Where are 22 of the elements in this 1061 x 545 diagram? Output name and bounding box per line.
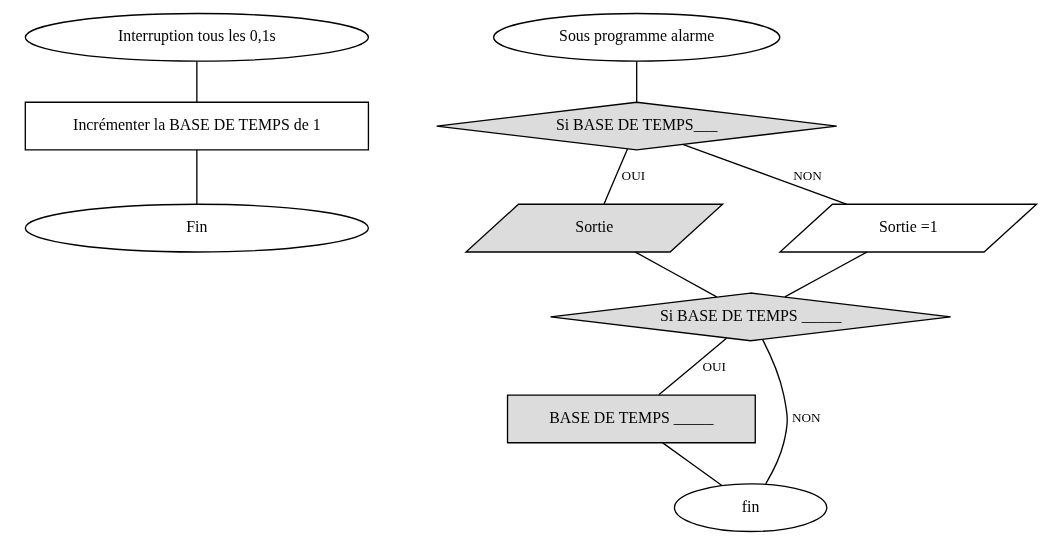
node-box: Incrémenter la BASE DE TEMPS de 1	[24, 101, 369, 151]
edge-label: NON	[791, 410, 821, 426]
connector	[682, 143, 847, 205]
node-ellipse: Fin	[24, 203, 369, 253]
connector	[195, 60, 197, 103]
node-ellipse: Interruption tous les 0,1s	[24, 12, 369, 62]
node-ellipse: Sous programme alarme	[492, 12, 780, 62]
node-ellipse: fin	[673, 483, 827, 533]
connector	[602, 148, 628, 205]
edge-label: OUI	[621, 168, 645, 184]
connector	[657, 337, 727, 396]
node-diamond: Si BASE DE TEMPS___	[435, 101, 837, 151]
node-diamond: Si BASE DE TEMPS _____	[549, 292, 951, 342]
connector	[761, 338, 788, 485]
edge-label: NON	[792, 168, 822, 184]
connector	[661, 442, 722, 486]
connector	[783, 251, 867, 298]
connector	[195, 149, 197, 205]
connector	[635, 60, 637, 103]
edge-label: OUI	[701, 359, 726, 375]
connector	[634, 251, 717, 298]
node-box: BASE DE TEMPS _____	[506, 394, 756, 444]
